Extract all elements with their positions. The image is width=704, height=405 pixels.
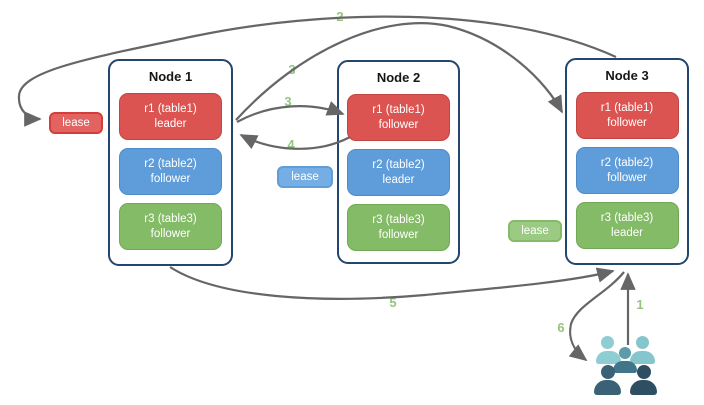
- replica-label: r1 (table1): [372, 103, 425, 116]
- replica-role: follower: [378, 228, 419, 241]
- step-label-1: 1: [636, 297, 644, 312]
- replica-role: leader: [382, 173, 415, 186]
- node-2-replica-r3: r3 (table3) follower: [347, 204, 450, 251]
- node-2: Node 2 r1 (table1) follower r2 (table2) …: [337, 60, 460, 264]
- replica-role: follower: [150, 172, 191, 185]
- lease-badge-r3: lease: [508, 220, 562, 242]
- replica-role: follower: [150, 227, 191, 240]
- replica-label: r1 (table1): [600, 101, 654, 114]
- replica-label: r2 (table2): [600, 156, 654, 169]
- replica-role: follower: [378, 118, 419, 131]
- replica-role: leader: [154, 117, 187, 130]
- node-3-replica-r1: r1 (table1) follower: [575, 92, 679, 139]
- replica-role: follower: [607, 171, 647, 184]
- node-1: Node 1 r1 (table1) leader r2 (table2) fo…: [108, 59, 233, 266]
- replica-role: leader: [611, 226, 643, 239]
- replica-label: r3 (table3): [372, 213, 425, 226]
- replica-label: r2 (table2): [372, 158, 425, 171]
- replica-label: r3 (table3): [600, 211, 654, 224]
- replica-label: r3 (table3): [144, 212, 197, 225]
- step-label-6: 6: [557, 320, 565, 335]
- people-group-icon: [593, 335, 663, 397]
- replica-label: r2 (table2): [144, 157, 197, 170]
- node-3-replica-r2: r2 (table2) follower: [575, 147, 679, 194]
- node-2-replica-r2: r2 (table2) leader: [347, 149, 450, 196]
- node-3-title: Node 3: [605, 68, 649, 83]
- lease-badge-r1: lease: [49, 112, 103, 134]
- step-label-2: 2: [336, 9, 344, 24]
- replica-role: follower: [607, 116, 647, 129]
- node-1-replica-r2: r2 (table2) follower: [119, 148, 222, 195]
- step-label-3a: 3: [288, 62, 296, 77]
- lease-badge-r2: lease: [277, 166, 333, 188]
- node-3-replica-r3: r3 (table3) leader: [575, 202, 679, 249]
- node-2-title: Node 2: [376, 70, 421, 85]
- node-1-replica-r3: r3 (table3) follower: [119, 203, 222, 250]
- step-label-3b: 3: [284, 94, 292, 109]
- node-1-replica-r1: r1 (table1) leader: [119, 93, 222, 140]
- step-label-4: 4: [287, 137, 295, 152]
- node-3: Node 3 r1 (table1) follower r2 (table2) …: [565, 58, 689, 265]
- node-1-title: Node 1: [148, 69, 193, 84]
- replica-label: r1 (table1): [144, 102, 197, 115]
- node-2-replica-r1: r1 (table1) follower: [347, 94, 450, 141]
- step-label-5: 5: [389, 295, 397, 310]
